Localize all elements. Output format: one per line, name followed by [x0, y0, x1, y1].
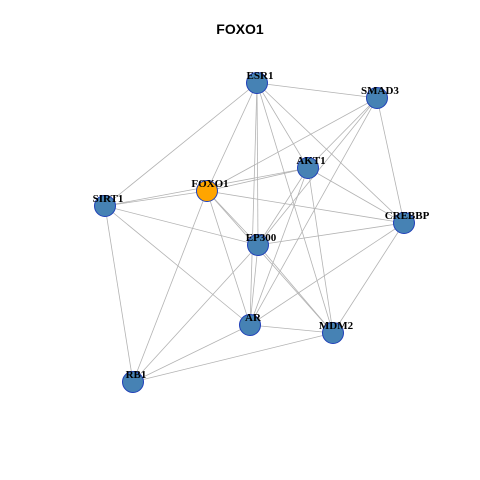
node-label-sirt1: SIRT1 — [93, 193, 124, 205]
graph-title: FOXO1 — [216, 21, 264, 37]
edges-layer — [104, 82, 405, 383]
node-label-rb1: RB1 — [126, 369, 147, 381]
edge-smad3-foxo1 — [206, 97, 378, 192]
edge-ep300-rb1 — [132, 244, 259, 383]
node-sirt1[interactable] — [94, 195, 116, 217]
edge-crebbp-mdm2 — [332, 222, 405, 334]
node-rb1[interactable] — [122, 371, 144, 393]
edge-ar-mdm2 — [249, 324, 334, 334]
edge-crebbp-ep300 — [257, 222, 405, 246]
node-esr1[interactable] — [246, 72, 268, 94]
edge-ep300-mdm2 — [257, 244, 334, 334]
node-label-smad3: SMAD3 — [361, 85, 399, 97]
edge-foxo1-crebbp — [206, 190, 405, 224]
node-label-foxo1: FOXO1 — [191, 178, 228, 190]
node-label-esr1: ESR1 — [247, 70, 274, 82]
node-label-akt1: AKT1 — [296, 155, 325, 167]
edge-esr1-mdm2 — [256, 82, 334, 334]
edge-foxo1-mdm2 — [206, 190, 334, 334]
node-foxo1[interactable] — [196, 180, 218, 202]
edge-ep300-ar — [249, 244, 259, 326]
node-ep300[interactable] — [247, 234, 269, 256]
edge-esr1-ep300 — [256, 82, 259, 246]
node-label-ar: AR — [245, 312, 262, 324]
edge-smad3-akt1 — [307, 97, 378, 169]
edge-esr1-sirt1 — [104, 82, 258, 207]
edge-sirt1-rb1 — [104, 205, 134, 383]
node-ar[interactable] — [239, 314, 261, 336]
node-label-ep300: EP300 — [246, 232, 277, 244]
node-smad3[interactable] — [366, 87, 388, 109]
edge-foxo1-rb1 — [132, 190, 208, 383]
node-label-crebbp: CREBBP — [385, 210, 430, 222]
node-crebbp[interactable] — [393, 212, 415, 234]
edge-ar-rb1 — [132, 324, 251, 383]
edge-akt1-ar — [249, 167, 309, 326]
edge-crebbp-ar — [249, 222, 405, 326]
edge-sirt1-ep300 — [104, 205, 259, 246]
edge-esr1-ar — [249, 82, 258, 326]
node-mdm2[interactable] — [322, 322, 344, 344]
edge-smad3-crebbp — [376, 97, 405, 224]
edge-sirt1-ar — [104, 205, 251, 326]
edge-foxo1-ar — [206, 190, 251, 326]
node-akt1[interactable] — [297, 157, 319, 179]
edge-esr1-crebbp — [256, 82, 405, 224]
node-label-mdm2: MDM2 — [319, 320, 354, 332]
edge-akt1-mdm2 — [307, 167, 334, 334]
edge-akt1-foxo1 — [206, 167, 309, 192]
edge-akt1-ep300 — [257, 167, 309, 246]
edge-esr1-akt1 — [256, 82, 309, 169]
edge-akt1-crebbp — [307, 167, 405, 224]
edge-esr1-foxo1 — [206, 82, 258, 192]
nodes-layer — [94, 72, 415, 393]
edge-mdm2-rb1 — [132, 332, 334, 383]
edge-esr1-smad3 — [256, 82, 378, 99]
edge-foxo1-sirt1 — [104, 190, 208, 207]
edge-smad3-ar — [249, 97, 378, 326]
